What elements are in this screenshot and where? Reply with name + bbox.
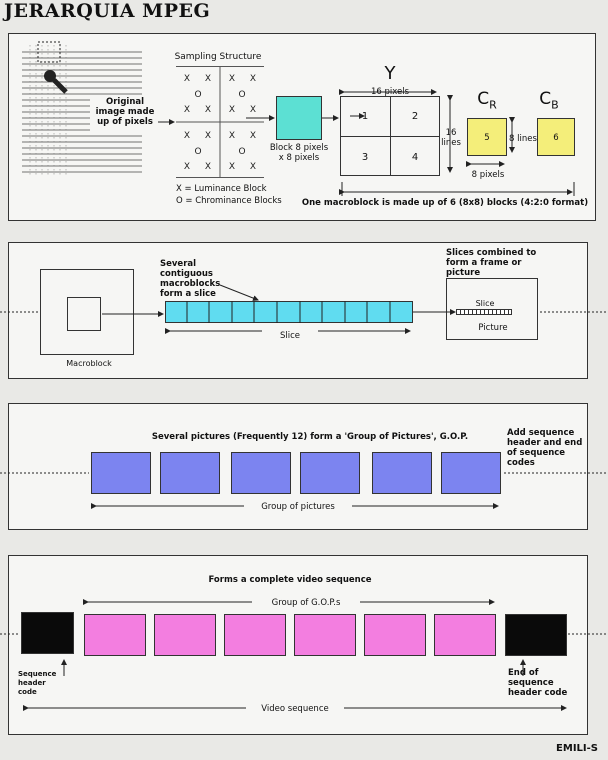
c-width-label: 8 pixels [471, 170, 505, 180]
picture-label: Picture [478, 323, 508, 333]
cr-block [467, 118, 507, 156]
video-sequence-label: Video sequence [261, 704, 329, 714]
y-cell-1: 1 [361, 111, 369, 122]
end-of-sequence-block [505, 614, 567, 656]
picture-1 [91, 452, 151, 494]
cr-cell: 5 [484, 133, 490, 143]
gop-caption: Several pictures (Frequently 12) form a … [151, 432, 469, 442]
svg-text:X: X [205, 74, 211, 84]
macroblock-label: Macroblock [66, 359, 112, 368]
picture-4 [300, 452, 360, 494]
slice-caption: Several contiguous macroblocks form a sl… [160, 259, 221, 299]
svg-text:X: X [205, 105, 211, 115]
gop-5 [364, 614, 426, 656]
svg-text:X: X [205, 162, 211, 172]
legend-luminance: X = Luminance Block [176, 184, 267, 194]
y-label: Y [384, 63, 396, 84]
y-cell-divider-h [340, 136, 440, 137]
credit-label: EMILI-S [556, 743, 598, 754]
sequence-caption: Forms a complete video sequence [208, 575, 372, 585]
magnifier-icon [44, 70, 68, 94]
macroblock-inner [67, 297, 101, 331]
y-cell-2: 2 [411, 111, 419, 122]
block-8x8 [276, 96, 322, 140]
svg-text:X: X [250, 105, 256, 115]
sampling-title: Sampling Structure [174, 52, 262, 62]
svg-text:X: X [229, 131, 235, 141]
macroblock-outer [40, 269, 134, 355]
legend-chrominance: O = Chrominance Blocks [176, 196, 282, 206]
gop-1 [84, 614, 146, 656]
frame-caption: Slices combined to form a frame or pictu… [446, 248, 537, 278]
svg-text:X: X [184, 162, 190, 172]
gop-4 [294, 614, 356, 656]
picture-slice-strip [456, 309, 512, 315]
original-image-label: Original image made up of pixels [95, 97, 155, 127]
svg-text:O: O [194, 147, 201, 157]
svg-text:O: O [238, 147, 245, 157]
macroblock-caption: One macroblock is made up of 6 (8x8) blo… [301, 198, 589, 208]
page-title: JERARQUIA MPEG [4, 0, 211, 22]
y-cell-4: 4 [411, 152, 419, 163]
svg-text:X: X [250, 131, 256, 141]
y-cell-3: 3 [361, 152, 369, 163]
svg-text:X: X [229, 162, 235, 172]
svg-text:X: X [229, 74, 235, 84]
c-height-label: 8 lines [509, 134, 537, 144]
svg-text:X: X [250, 162, 256, 172]
svg-text:X: X [229, 105, 235, 115]
picture-5 [372, 452, 432, 494]
cb-label: CB [539, 89, 559, 112]
original-image-label-box [90, 95, 158, 131]
picture-slice-label: Slice [475, 299, 495, 308]
slice-strip [165, 301, 413, 323]
svg-text:X: X [184, 131, 190, 141]
picture-frame [446, 278, 538, 340]
svg-text:O: O [238, 90, 245, 100]
group-of-pictures-label: Group of pictures [261, 502, 335, 512]
slice-label: Slice [279, 331, 301, 341]
block-label: Block 8 pixels x 8 pixels [269, 143, 329, 163]
svg-text:X: X [250, 74, 256, 84]
gop-side-caption: Add sequence header and end of sequence … [507, 428, 583, 468]
gop-6 [434, 614, 496, 656]
svg-text:O: O [194, 90, 201, 100]
cb-cell: 6 [553, 133, 559, 143]
sequence-header-label: Sequence header code [18, 670, 57, 696]
picture-6 [441, 452, 501, 494]
sequence-header-block [21, 612, 74, 654]
picture-3 [231, 452, 291, 494]
cr-label: CR [477, 89, 497, 112]
svg-text:X: X [184, 105, 190, 115]
svg-text:X: X [205, 131, 211, 141]
picture-2 [160, 452, 220, 494]
cb-block [537, 118, 575, 156]
svg-text:X: X [184, 74, 190, 84]
gop-3 [224, 614, 286, 656]
gop-2 [154, 614, 216, 656]
gop-group-label: Group of G.O.P.s [271, 598, 341, 608]
